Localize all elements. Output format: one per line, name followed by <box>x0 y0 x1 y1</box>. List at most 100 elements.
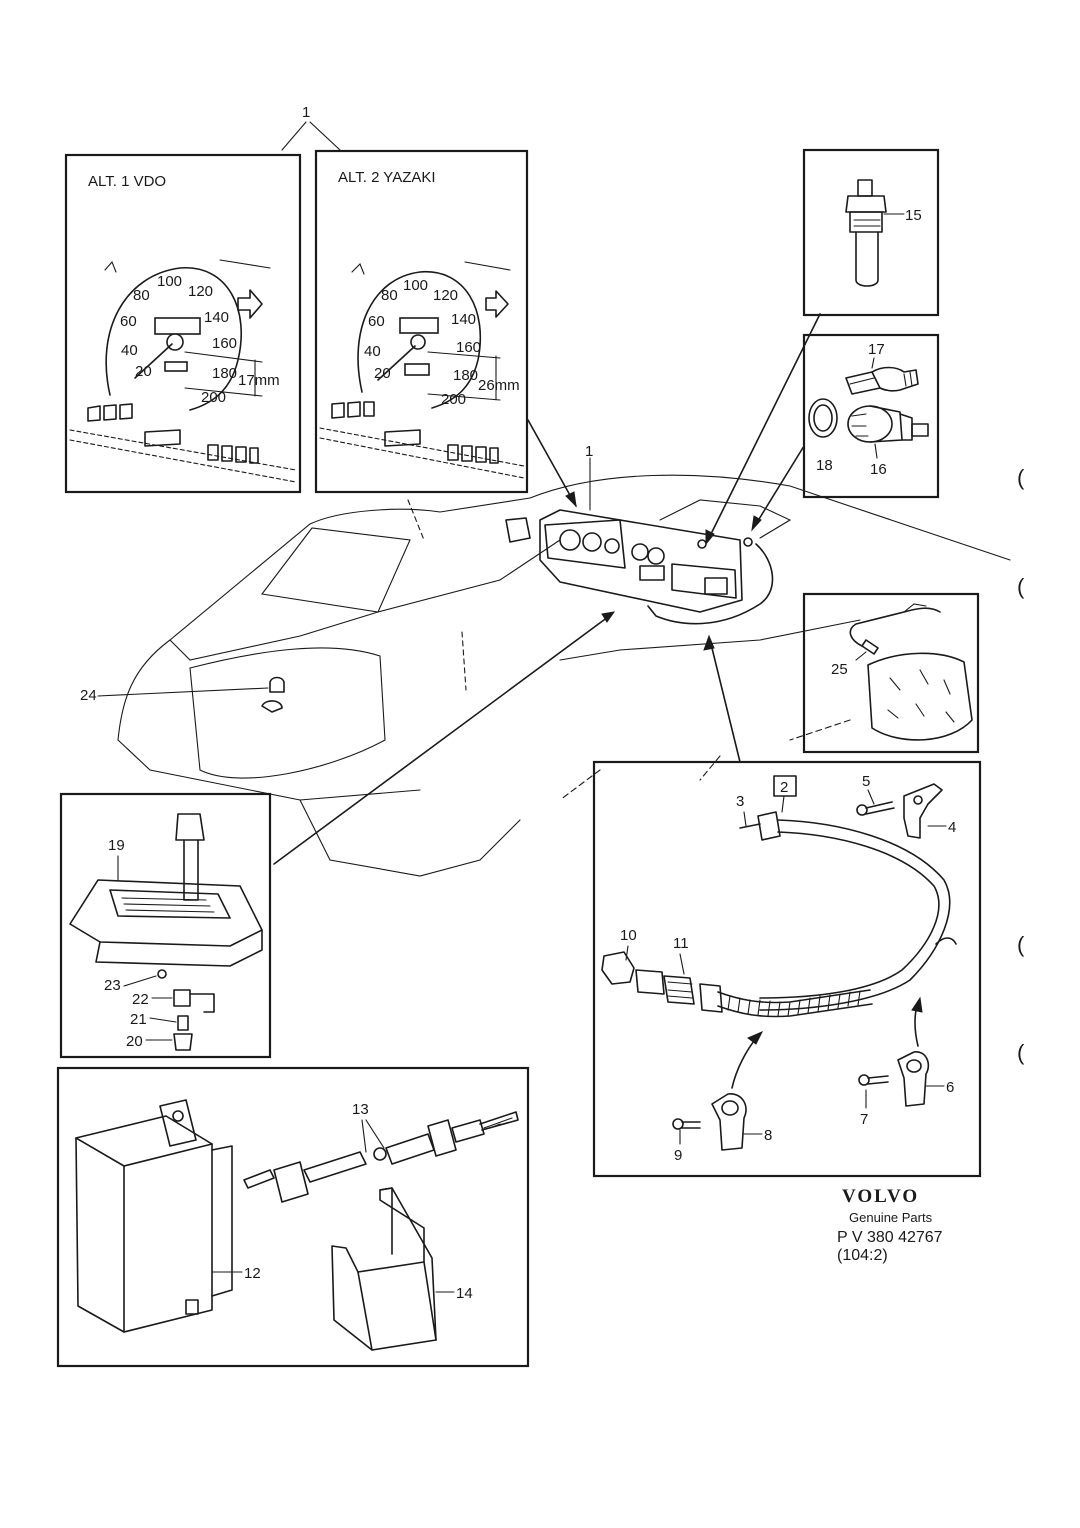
callout-1-top: 1 <box>281 104 341 151</box>
oil-pressure-sender-16 <box>847 405 929 443</box>
clip-6 <box>897 1051 930 1107</box>
svg-text:11: 11 <box>673 935 689 952</box>
svg-text:15: 15 <box>905 207 922 224</box>
bracket-14 <box>331 1187 437 1351</box>
brand-subtitle: Genuine Parts <box>849 1210 933 1225</box>
svg-text:18: 18 <box>816 457 833 474</box>
svg-text:25: 25 <box>831 661 848 678</box>
svg-text:19: 19 <box>108 837 125 854</box>
scale-120: 120 <box>188 283 213 300</box>
dimension-yazaki: 26mm <box>478 377 520 394</box>
screw-7 <box>858 1074 889 1086</box>
svg-text:20: 20 <box>126 1033 143 1050</box>
panel-vdo-frame <box>64 153 302 494</box>
scale-100: 100 <box>403 277 428 294</box>
scale-80: 80 <box>381 287 398 304</box>
svg-text:22: 22 <box>132 991 149 1008</box>
scale-60: 60 <box>120 313 137 330</box>
svg-text:6: 6 <box>946 1079 954 1096</box>
scale-140: 140 <box>204 309 229 326</box>
temperature-sender <box>845 179 887 287</box>
svg-text:8: 8 <box>764 1127 772 1144</box>
gear-selector-console <box>69 813 263 967</box>
sealing-washer-18 <box>808 398 838 438</box>
scale-140: 140 <box>451 311 476 328</box>
panel-sender-15: 15 <box>802 148 940 317</box>
panel-vdo: ALT. 1 VDO 20 40 60 80 100 120 140 160 1… <box>64 153 302 494</box>
scale-20: 20 <box>135 363 152 380</box>
svg-text:17: 17 <box>868 341 885 358</box>
leader-lines <box>273 313 821 865</box>
item-24: 24 <box>80 676 285 713</box>
svg-text:7: 7 <box>860 1111 868 1128</box>
svg-text:13: 13 <box>352 1101 369 1118</box>
panel-speedometer-cable-frame <box>592 760 982 1178</box>
svg-text:12: 12 <box>244 1265 261 1282</box>
panel-yazaki-frame <box>314 149 529 494</box>
scale-120: 120 <box>433 287 458 304</box>
scale-20: 20 <box>374 365 391 382</box>
selector-light-parts <box>157 969 215 1051</box>
panel-sender-16-18: 17 18 16 <box>802 333 940 499</box>
scale-200: 200 <box>441 391 466 408</box>
panel-control-unit-frame <box>56 1066 530 1368</box>
clamp-4 <box>903 783 943 839</box>
scale-40: 40 <box>364 343 381 360</box>
trip-window <box>404 363 430 376</box>
car-outline <box>117 474 1011 877</box>
screw-5 <box>856 801 895 816</box>
svg-text:4: 4 <box>948 819 956 836</box>
svg-text:24: 24 <box>80 687 97 704</box>
svg-text:14: 14 <box>456 1285 473 1302</box>
svg-text:23: 23 <box>104 977 121 994</box>
brand-block: VOLVO Genuine Parts P V 380 42767 (104:2… <box>837 1186 943 1264</box>
odometer-window <box>399 317 439 334</box>
callout-box-2 <box>773 775 797 797</box>
scale-200: 200 <box>201 389 226 406</box>
panel-wiring-25: 25 <box>802 592 980 754</box>
panel-gear-selector: 19 23 22 21 20 <box>59 792 272 1059</box>
instrument-cluster: 1 <box>505 443 792 625</box>
svg-text:10: 10 <box>620 927 637 944</box>
speedometer-vdo: 20 40 60 80 100 120 140 160 180 200 17mm <box>69 259 297 483</box>
svg-text:3: 3 <box>736 793 744 810</box>
margin-mark: ( <box>1017 1040 1025 1065</box>
margin-mark: ( <box>1017 465 1025 490</box>
scale-60: 60 <box>368 313 385 330</box>
part-code: P V 380 42767 <box>837 1229 943 1246</box>
control-unit-12 <box>75 1099 233 1333</box>
panel-sender-15-frame <box>802 148 940 317</box>
needle-hub <box>166 333 184 351</box>
scale-80: 80 <box>133 287 150 304</box>
svg-text:5: 5 <box>862 773 870 790</box>
brand-logo: VOLVO <box>842 1186 919 1207</box>
scale-180: 180 <box>212 365 237 382</box>
dimension-vdo: 17mm <box>238 372 280 389</box>
svg-text:2: 2 <box>780 779 788 796</box>
margin-marks: ( ( ( ( <box>1017 465 1025 1065</box>
callout-1-dash: 1 <box>585 443 593 460</box>
panel-gear-selector-frame <box>59 792 272 1059</box>
scale-100: 100 <box>157 273 182 290</box>
scale-160: 160 <box>212 335 237 352</box>
trip-window <box>164 361 188 372</box>
panel-wiring-25-frame <box>802 592 980 754</box>
scale-180: 180 <box>453 367 478 384</box>
cable-connector-13 <box>243 1111 519 1203</box>
wiring-harness-25 <box>849 603 973 741</box>
panel-speedometer-cable: 2 3 10 11 5 <box>592 760 982 1178</box>
speedometer-yazaki: 20 40 60 80 100 120 140 160 180 200 26mm <box>319 261 525 479</box>
margin-mark: ( <box>1017 932 1025 957</box>
margin-mark: ( <box>1017 574 1025 599</box>
clip-8 <box>711 1093 747 1151</box>
panel-sender-16-18-frame <box>802 333 940 499</box>
turn-indicator-arrow <box>485 290 509 318</box>
panel-vdo-title: ALT. 1 VDO <box>88 173 166 190</box>
svg-text:1: 1 <box>302 104 310 121</box>
screw-9 <box>672 1118 701 1130</box>
scale-160: 160 <box>456 339 481 356</box>
svg-text:21: 21 <box>130 1011 147 1028</box>
panel-yazaki: ALT. 2 YAZAKI 20 40 60 80 100 120 140 16… <box>314 149 529 494</box>
odometer-window <box>154 317 201 335</box>
